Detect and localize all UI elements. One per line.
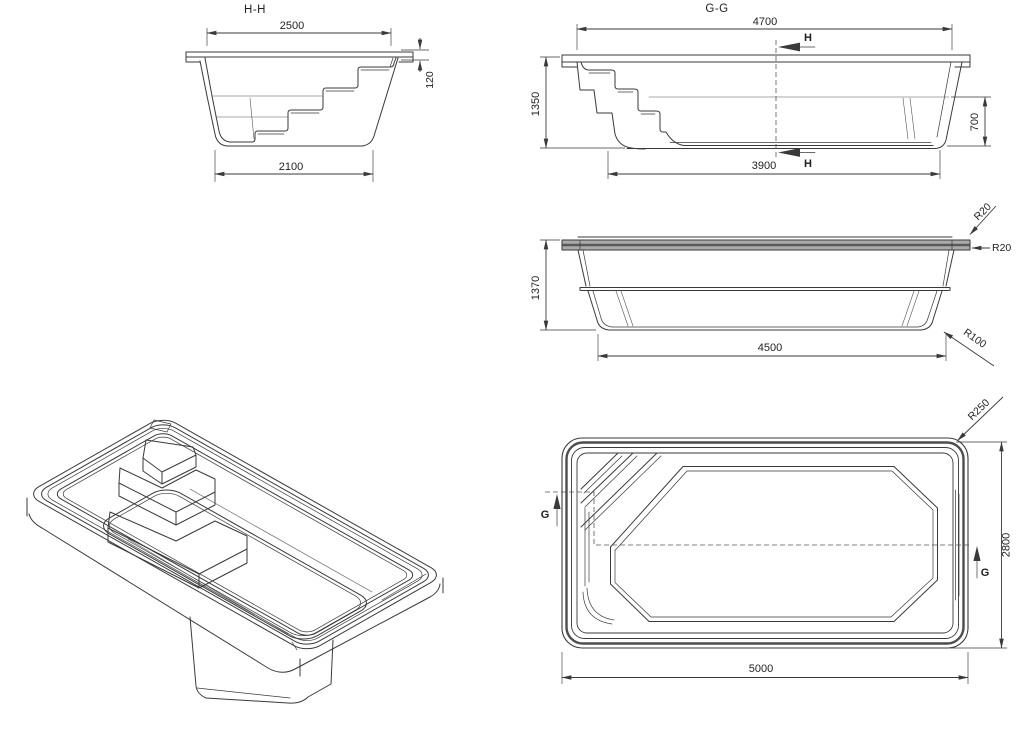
section-gg-linework: H H: [561, 32, 971, 170]
gg-cut-label-bottom: H: [804, 158, 812, 170]
section-gg-dimensions: 4700 1350 700 3900: [530, 16, 991, 179]
side-radius-rim-edge: R20: [992, 242, 1011, 254]
section-gg-view: G-G H H 4700 1350: [530, 3, 991, 179]
gg-dim-top-length: 4700: [753, 16, 777, 28]
side-elevation-view: 1370 4500 R20 R20 R100: [530, 201, 1011, 367]
hh-dim-lip-height: 120: [424, 71, 436, 89]
plan-view: G G 2800 5000 R250: [541, 396, 1013, 684]
side-dim-bottom-length: 4500: [758, 342, 782, 354]
plan-radius-corner: R250: [966, 397, 993, 423]
gg-dim-end-depth: 700: [969, 113, 981, 131]
section-hh-linework: [185, 51, 414, 147]
section-hh-view: H-H 2500 120 2100: [185, 4, 436, 182]
side-radius-bottom-corner: R100: [961, 326, 989, 350]
gg-dim-height: 1350: [530, 92, 542, 116]
gg-dim-bottom-length: 3900: [752, 160, 776, 172]
side-radius-top-corner: R20: [972, 201, 994, 223]
side-view-linework: [561, 236, 971, 331]
plan-linework: G G: [541, 437, 990, 649]
section-hh-dimensions: 2500 120 2100: [206, 20, 436, 182]
iso-linework: [26, 416, 444, 703]
plan-dim-width: 2800: [1001, 533, 1013, 557]
side-dim-height: 1370: [530, 276, 542, 300]
plan-dimensions: 2800 5000 R250: [561, 396, 1013, 684]
plan-dim-length: 5000: [749, 663, 773, 675]
gg-cut-label-top: H: [804, 32, 812, 44]
hh-dim-bottom-width: 2100: [279, 161, 303, 173]
plan-cut-label-left: G: [541, 509, 550, 521]
section-gg-title: G-G: [705, 3, 728, 15]
section-hh-title: H-H: [244, 4, 266, 16]
isometric-view: [10, 390, 510, 730]
hh-dim-top-width: 2500: [280, 20, 304, 32]
side-view-dimensions: 1370 4500 R20 R20 R100: [530, 201, 1011, 367]
plan-cut-label-right: G: [981, 567, 990, 579]
